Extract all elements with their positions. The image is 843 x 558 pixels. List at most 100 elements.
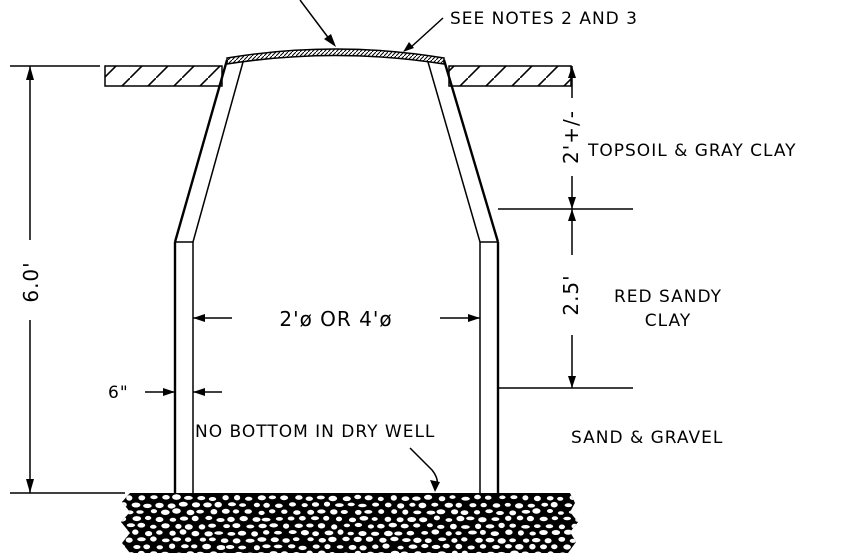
gravel-stone [233, 494, 242, 502]
gravel-stone [280, 550, 289, 553]
gravel-stone [573, 529, 578, 536]
gravel-stone [450, 537, 459, 544]
gravel-stone [280, 508, 289, 515]
gravel-stone [483, 494, 493, 501]
gravel-stone [224, 544, 236, 550]
gravel-stone [454, 501, 463, 509]
topsoil-depth-label: 2'+/- [559, 110, 583, 164]
gravel-stone [423, 537, 433, 544]
gravel-stone [136, 536, 147, 543]
gravel-stone [496, 550, 507, 553]
gravel-stone [580, 523, 589, 528]
gravel-stone [371, 501, 381, 508]
gravel-stone [347, 516, 358, 524]
gravel-stone [412, 509, 423, 516]
gravel-stone [221, 494, 230, 502]
gravel-stone [352, 535, 363, 544]
gravel-stone [322, 514, 331, 522]
gravel-stone [370, 530, 381, 537]
gravel-stone [317, 549, 327, 553]
gravel-stone [516, 529, 525, 537]
gravel-stone [568, 537, 578, 544]
gravel-stone [121, 509, 122, 515]
topsoil-label: TOPSOIL & GRAY CLAY [587, 141, 797, 161]
gravel-stone [567, 509, 578, 515]
gravel-stone [580, 538, 588, 543]
overall-depth-label: 6.0' [19, 261, 43, 302]
gravel-stone [121, 535, 125, 544]
gravel-stone [454, 530, 463, 537]
gravel-stone [260, 516, 272, 523]
gravel-stone [489, 530, 500, 537]
gravel-stone [420, 530, 430, 536]
gravel-stone [149, 494, 159, 501]
gravel-stone [185, 550, 196, 553]
gravel-stone [293, 522, 304, 529]
gravel-stone [183, 523, 194, 531]
gravel-stone [532, 523, 542, 529]
gravel-stone [358, 544, 368, 552]
gravel-stone [400, 495, 411, 503]
gravel-stone [222, 523, 232, 530]
gravel-stone [557, 551, 568, 553]
gravel-stone [411, 495, 422, 502]
gravel-stone [334, 515, 344, 523]
gravel-stone [168, 542, 177, 550]
gravel-stone [363, 509, 374, 515]
gravel-stone [220, 551, 229, 553]
gravel-stone [550, 529, 562, 536]
gravel-stone [562, 543, 572, 551]
gravel-stone [430, 528, 441, 536]
gravel-stone [202, 501, 213, 509]
gravel-stone [436, 523, 446, 530]
gravel-stone [219, 537, 230, 545]
gravel-stone [389, 535, 400, 543]
cone-section [173, 59, 500, 243]
gravel-stone [121, 501, 128, 509]
gravel-stone [424, 551, 434, 553]
gravel-stone [238, 502, 248, 508]
gravel-stone [568, 494, 577, 502]
gravel-stone [341, 495, 352, 503]
gravel-stone [256, 494, 267, 502]
gravel-stone [435, 508, 447, 516]
barrel-section [173, 242, 500, 493]
gravel-stone [557, 535, 567, 543]
gravel-stone [178, 515, 190, 522]
gravel-stone [201, 542, 213, 551]
gravel-stone [468, 502, 478, 509]
gravel-stone [287, 529, 298, 536]
gravel-stone [177, 500, 189, 508]
gravel-stone [474, 522, 483, 530]
gravel-stone [121, 515, 128, 523]
gravel-stone [334, 502, 345, 509]
gravel-stone [376, 551, 386, 553]
gravel-stone [185, 508, 196, 517]
gravel-stone [570, 522, 578, 530]
gravel-stone [304, 495, 314, 502]
gravel-stone [125, 494, 134, 502]
gravel-stone [377, 508, 386, 515]
gravel-stone [390, 508, 399, 515]
gravel-stone [430, 501, 440, 508]
gravel-stone [287, 543, 297, 550]
gravel-stone [316, 508, 327, 515]
gravel-stone [256, 551, 267, 553]
gravel-stone [268, 550, 279, 553]
gravel-stone [155, 544, 165, 551]
gravel-stone [484, 536, 496, 544]
gravel-stone [135, 509, 145, 515]
gravel-stone [121, 495, 122, 502]
gravel-stone [450, 508, 460, 516]
gravel-stone [166, 502, 177, 510]
gravel-stone [183, 494, 194, 501]
gravel-stone [389, 549, 401, 553]
gravel-stone [305, 522, 315, 529]
sand-gravel-label: SAND & GRAVEL [571, 428, 723, 448]
gravel-stone [161, 494, 171, 501]
gravel-stone [257, 522, 268, 530]
gravel-stone [484, 508, 494, 515]
gravel-stone [472, 509, 482, 516]
gravel-stone [383, 501, 393, 509]
see-notes-leader: SEE NOTES 2 AND 3 [403, 9, 637, 52]
